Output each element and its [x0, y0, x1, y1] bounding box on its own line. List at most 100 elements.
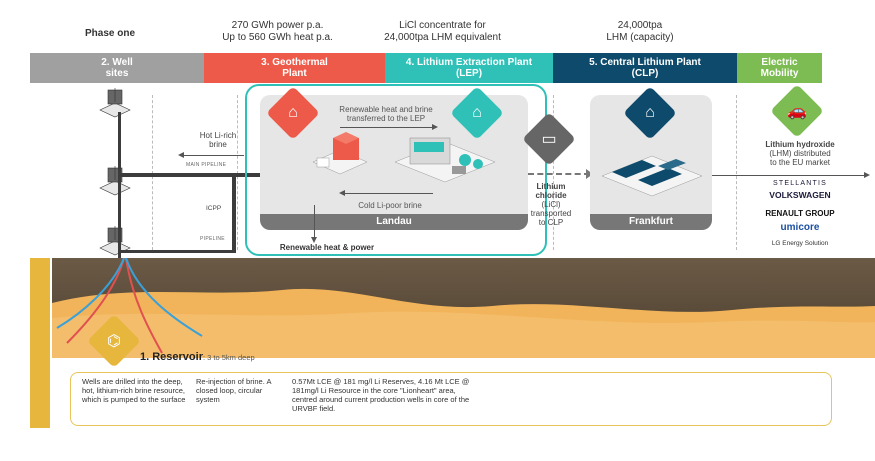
clp-stat-line2: LHM (capacity) — [606, 32, 674, 43]
main-pipeline-line — [120, 173, 308, 177]
band-mobility-line2: Mobility — [760, 68, 799, 79]
pipeline-label: PIPELINE — [200, 236, 225, 242]
geothermal-stat: 270 GWh power p.a. Up to 560 GWh heat p.… — [195, 20, 360, 44]
divider — [237, 95, 238, 250]
arrow-head-icon — [178, 152, 184, 158]
car-icon: 🚗 — [787, 103, 807, 120]
band-lep-line2: (LEP) — [455, 68, 483, 79]
partner-logo-stellantis: STELLANTIS — [772, 180, 827, 187]
hot-brine-label: Hot Li-rich brine — [188, 131, 248, 149]
cold-brine-label: Cold Li-poor brine — [358, 201, 422, 210]
frankfurt-label: Frankfurt — [590, 214, 712, 230]
mobility-badge: 🚗 — [770, 84, 824, 138]
reservoir-badge: ⌬ — [87, 314, 141, 368]
clp-badge: ⌂ — [623, 86, 677, 140]
licl-transport-arrow — [528, 173, 590, 175]
cold-brine-arrow — [345, 193, 433, 194]
licl-line1: Lithium — [536, 182, 566, 191]
lep-badge: ⌂ — [450, 86, 504, 140]
hot-brine-arrow — [182, 155, 244, 156]
well-rig-icon — [99, 166, 131, 196]
reservoir-side-bar — [30, 258, 50, 428]
reservoir-ground — [52, 258, 875, 358]
truck-badge: ▭ — [522, 112, 576, 166]
band-geothermal-line2: Plant — [282, 68, 307, 79]
lep-plant-illustration — [394, 137, 496, 183]
circuit-icon: ⌬ — [107, 333, 121, 350]
factory-icon: ⌂ — [472, 104, 482, 121]
lep-stat-line2: 24,000tpa LHM equivalent — [384, 32, 501, 43]
arrow-head-icon — [339, 190, 345, 196]
lhm-line2: (LHM) distributed — [769, 149, 831, 158]
partner-logo-lg: LG Energy Solution — [771, 240, 829, 247]
band-lep-line1: 4. Lithium Extraction Plant — [405, 57, 533, 68]
licl-line4: transported — [530, 209, 572, 218]
well-rig-icon — [99, 88, 131, 118]
partner-logo-volkswagen: VOLKSWAGEN — [769, 190, 831, 200]
factory-icon: ⌂ — [645, 104, 655, 121]
clp-plant-illustration — [601, 155, 703, 197]
lep-stat-line1: LiCl concentrate for — [399, 20, 486, 31]
reservoir-title: 1. Reservoir — [140, 351, 203, 363]
reservoir-info-box — [70, 372, 832, 426]
reservoir-col-2: Re-injection of brine. A closed loop, ci… — [196, 377, 272, 404]
main-pipeline-label: MAIN PIPELINE — [186, 162, 227, 168]
reservoir-col-1: Wells are drilled into the deep, hot, li… — [82, 377, 186, 404]
reservoir-heading: 1. Reservoir: 3 to 5km deep — [140, 351, 255, 363]
reservoir-subtitle: : 3 to 5km deep — [202, 353, 255, 362]
renewable-transfer-line1: Renewable heat and brine — [339, 105, 433, 114]
hot-brine-line2: brine — [209, 140, 227, 149]
partner-logo-umicore: umicore — [780, 222, 820, 233]
reservoir-col-3: 0.57Mt LCE @ 181 mg/l Li Reserves, 4.16 … — [292, 377, 470, 413]
renewable-transfer-line2: transferred to the LEP — [346, 114, 426, 123]
licl-line3: (LiCl) — [541, 200, 561, 209]
band-geothermal-line1: 3. Geothermal — [261, 57, 328, 68]
lhm-line3: to the EU market — [769, 158, 831, 167]
divider — [152, 95, 153, 250]
renewable-transfer-label: Renewable heat and brine transferred to … — [322, 105, 450, 123]
lhm-line1: Lithium hydroxide — [765, 140, 835, 149]
vertical-pipeline-line — [118, 112, 121, 262]
divider — [553, 95, 554, 250]
geothermal-badge: ⌂ — [266, 86, 320, 140]
lep-stat: LiCl concentrate for 24,000tpa LHM equiv… — [355, 20, 530, 44]
renewable-output-line — [314, 205, 315, 237]
renewable-output-label: Renewable heat & power — [279, 243, 375, 252]
licl-line5: to CLP — [538, 218, 564, 227]
band-lep: 4. Lithium Extraction Plant(LEP) — [385, 53, 553, 83]
band-clp: 5. Central Lithium Plant(CLP) — [553, 53, 737, 83]
phase-label: Phase one — [85, 28, 136, 39]
truck-icon: ▭ — [541, 131, 557, 148]
icpp-line — [232, 173, 236, 253]
factory-icon: ⌂ — [288, 104, 298, 121]
arrow-head-icon — [586, 169, 593, 179]
arrow-head-icon — [432, 124, 438, 130]
landau-outline — [245, 84, 547, 256]
band-clp-line1: 5. Central Lithium Plant — [589, 57, 701, 68]
pipeline-line — [120, 250, 235, 253]
geothermal-plant-illustration — [312, 132, 368, 175]
geothermal-stat-line2: Up to 560 GWh heat p.a. — [222, 32, 333, 43]
licl-line2: chloride — [535, 191, 567, 200]
arrow-head-icon — [311, 237, 317, 243]
divider — [736, 95, 737, 250]
band-well-sites-line2: sites — [105, 68, 129, 79]
clp-stat-line1: 24,000tpa — [617, 20, 663, 31]
distribution-arrow — [712, 175, 867, 176]
band-clp-line2: (CLP) — [631, 68, 659, 79]
band-well-sites-line1: 2. Well — [101, 57, 133, 68]
lhm-label: Lithium hydroxide (LHM) distributed to t… — [750, 140, 850, 167]
geothermal-stat-line1: 270 GWh power p.a. — [231, 20, 324, 31]
icpp-label: ICPP — [206, 205, 222, 212]
clp-stat: 24,000tpa LHM (capacity) — [580, 20, 700, 44]
partner-logo-renault: RENAULT GROUP — [765, 209, 835, 218]
landau-label: Landau — [260, 214, 528, 230]
transfer-arrow — [340, 127, 432, 128]
hot-brine-line1: Hot Li-rich — [199, 131, 237, 140]
licl-label: Lithium chloride (LiCl) transported to C… — [523, 182, 579, 227]
arrow-head-icon — [864, 172, 870, 178]
band-mobility-line1: Electric — [761, 57, 798, 68]
